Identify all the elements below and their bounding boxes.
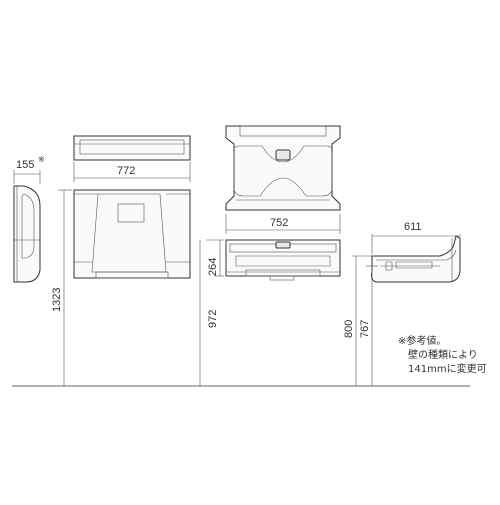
note-line-2: 壁の種類により	[408, 348, 478, 361]
dim-side-depth-mark: ※	[38, 155, 45, 164]
dim-floor-to-open-top: 972	[207, 310, 219, 328]
dim-open-depth: 611	[404, 221, 422, 233]
dim-open-top-height: 264	[207, 258, 219, 276]
dim-height-total: 1323	[51, 288, 63, 312]
top-view-open	[225, 125, 341, 211]
dim-side-depth: 155	[16, 159, 34, 171]
front-view-open	[225, 239, 341, 281]
note-line-1: ※参考値。	[398, 334, 446, 347]
note-line-3: 141mmに変更可	[408, 362, 487, 375]
top-view-closed	[73, 135, 191, 161]
dim-floor-to-top: 800	[343, 320, 355, 338]
side-view-open	[371, 235, 461, 283]
dim-floor-to-seat: 767	[359, 320, 371, 338]
dim-top-width: 772	[117, 165, 135, 177]
front-view-closed	[73, 189, 191, 279]
dim-open-width: 752	[270, 217, 288, 229]
side-view-closed	[13, 185, 41, 283]
